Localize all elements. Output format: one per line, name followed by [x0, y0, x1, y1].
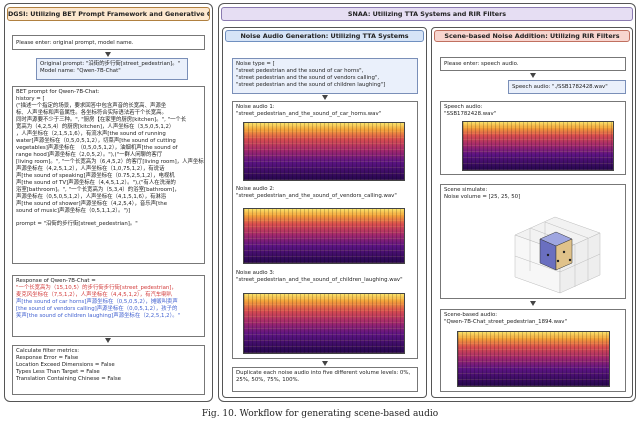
prompt-request-text: Please enter: original prompt, model nam… [16, 40, 134, 46]
speech-audio-input: Speech audio: "./SSB1782428.wav" [512, 84, 608, 90]
response-box: Response of Qwen-7B-Chat = "一个长宽高为（15,10… [12, 275, 205, 337]
response-line: 麦克风坐标在（7,5,1,2），人声坐标在（4,4,5,1,2），有汽车喇叭 [16, 292, 173, 298]
response-line: "一个长宽高为（15,10,5）的步行街步行街[street_pedestria… [16, 285, 177, 291]
bet-prompt-line: 同时声源要不少于三种。", "厨房【在家里的厨房[kitchen]。", "一个… [16, 117, 187, 123]
speech-request-box: Please enter: speech audio. [440, 57, 626, 71]
original-prompt-line: Original prompt: "沿街的步行街[street_pedestri… [40, 61, 181, 67]
noise-audio-2-label: Noise audio 2: [236, 186, 275, 192]
metric-line: Calculate filter metrics: [16, 348, 80, 354]
source-marker [556, 259, 560, 263]
scene-simulate-label: Scene simulate: [444, 187, 488, 193]
noise-type-line: "street pedestrian and the sound of vend… [236, 75, 380, 81]
scene-audio-file: "Qwen-7B-Chat_street_pedestrian_1894.wav… [444, 319, 567, 325]
noise-audio-1-spectrogram [243, 122, 405, 181]
arrow-down-icon [530, 301, 536, 306]
noise-audio-2-spectrogram [243, 208, 405, 264]
noise-type-line: "street pedestrian and the sound of car … [236, 68, 364, 74]
source-marker [546, 253, 550, 257]
bet-prompt-line: 宽高为（4,2,5,4）的厨房[kitchen]，人声坐标在（3,5,0,5,1… [16, 124, 175, 130]
duplicate-note: Duplicate each noise audio into five dif… [236, 370, 411, 383]
speech-request-text: Please enter: speech audio. [444, 61, 519, 67]
speech-audio-file: "SSB1782428.wav" [444, 111, 497, 117]
bet-prompt-line: range hood]声源坐标在（2,0,5,2）。"),("一群人闲聊的客厅 [16, 152, 163, 158]
speech-spectrogram [462, 121, 614, 171]
bet-prompt-line: 声[the sound of TV]声源坐标在（4,4,5,1,2）。"),("… [16, 180, 176, 186]
noise-audio-3-file: "street_pedestrian_and_the_sound_of_chil… [236, 277, 403, 283]
arrow-down-icon [105, 338, 111, 343]
snaa-header: SNAA: Utilizing TTA Systems and RIR Filt… [221, 7, 633, 21]
dgsi-header: DGSI: Utilizing BET Prompt Framework and… [7, 7, 210, 21]
bet-prompt-line: ，人声坐标在（2,1,5,1,6），有流水声[the sound of runn… [16, 131, 166, 137]
noise-type-box: Noise type = [ "street pedestrian and th… [232, 58, 418, 94]
mic-marker [568, 258, 572, 262]
arrow-down-icon [322, 95, 328, 100]
scene-audio-label: Scene-based audio: [444, 312, 498, 318]
room-3d-plot [514, 216, 601, 294]
bet-prompt-line: history = [ [16, 96, 45, 102]
noise-type-line: "street pedestrian and the sound of chil… [236, 82, 386, 88]
arrow-down-icon [322, 361, 328, 366]
noise-type-line: Noise type = [ [236, 61, 275, 67]
duplicate-note-box: Duplicate each noise audio into five dif… [232, 367, 418, 392]
bet-prompt-line: ("描述一个指定的场景，要求回答中包含声音的长宽高、声源坐 [16, 103, 167, 109]
rir-header: Scene-based Noise Addition: Utilizing RI… [434, 30, 630, 42]
bet-prompt-line: 声源坐标在（4,2,5,1,2），人声坐标在（1,0,75,1,2），有说话 [16, 166, 165, 172]
response-header: Response of Qwen-7B-Chat = [16, 278, 96, 284]
response-line: 笑声[the sound of children laughing]声源坐标在（… [16, 313, 181, 319]
bet-prompt-line: sound of music]声源坐标在（0,5,1,1,2）。")] [16, 208, 131, 214]
metrics-box: Calculate filter metrics:Response Error … [12, 345, 205, 395]
bet-prompt-line: vegetables]声源坐标在 （0,5,0,5,1,2），油烟机声[the … [16, 145, 178, 151]
speech-input-box: Speech audio: "./SSB1782428.wav" [508, 80, 626, 94]
noise-audio-1-label: Noise audio 1: [236, 104, 275, 110]
metric-line: Response Error = False [16, 355, 79, 361]
noise-audio-2-file: "street_pedestrian_and_the_sound_of_vend… [236, 193, 397, 199]
noise-audio-3-spectrogram [243, 293, 405, 354]
bet-prompt-footer: prompt = "沿街的步行街[street_pedestrian]。" [16, 221, 138, 227]
bet-prompt-line: BET prompt for Qwen-7B-Chat: [16, 89, 100, 95]
response-line: [the sound of vendors calling]声源坐标在（0,0,… [16, 306, 178, 312]
tta-header: Noise Audio Generation: Utilizing TTA Sy… [225, 30, 424, 42]
model-name-line: Model name: "Qwen-7B-Chat" [40, 68, 121, 74]
bet-prompt-line: water]声源坐标在（0,5,0,5,1,2），切菜声[the sound o… [16, 138, 176, 144]
figure-caption: Fig. 10. Workflow for generating scene-b… [201, 409, 439, 419]
arrow-down-icon [530, 73, 536, 78]
speech-audio-label: Speech audio: [444, 104, 483, 110]
bet-prompt-line: 声源坐标在（0,5,0,5,1,2），人声坐标在（4,1,5,1,6），有淋浴 [16, 194, 167, 200]
scene-audio-spectrogram [457, 331, 610, 387]
response-line: 声[the sound of car horns]声源坐标在（0,5,0,5,2… [16, 299, 178, 305]
noise-audio-1-file: "street_pedestrian_and_the_sound_of_car_… [236, 111, 382, 117]
bet-prompt-line: 声[the sound of shower]声源坐标在（4,2,5,4），音乐声… [16, 201, 168, 207]
room-box-right [555, 238, 573, 271]
arrow-down-icon [105, 52, 111, 57]
original-prompt-box: Original prompt: "沿街的步行街[street_pedestri… [36, 58, 188, 80]
source-marker [562, 250, 566, 254]
noise-audio-3-label: Noise audio 3: [236, 270, 275, 276]
metric-line: Location Exceed Dimensions = False [16, 362, 115, 368]
prompt-request-box: Please enter: original prompt, model nam… [12, 35, 205, 50]
bet-prompt-box: BET prompt for Qwen-7B-Chat:history = [(… [12, 86, 205, 264]
metric-line: Translation Containing Chinese = False [16, 376, 121, 382]
noise-volume: Noise volume = [25, 25, 50] [444, 194, 521, 200]
metric-line: Types Less Than Target = False [16, 369, 100, 375]
bet-prompt-line: 标、人声坐标和声音属性。各坐标符合实际语法若干个长宽高。 [16, 110, 167, 116]
bet-prompt-line: 声[the sound of speaking]声源坐标在（0.75,2,5,1… [16, 173, 175, 179]
bet-prompt-line: [living room]。", "一个长宽高为（6,4,5,2）的客厅[liv… [16, 159, 205, 165]
bet-prompt-line: 浴室[bathroom]。", "一个长宽高为（5,3,4）的浴室[bathro… [16, 187, 180, 193]
